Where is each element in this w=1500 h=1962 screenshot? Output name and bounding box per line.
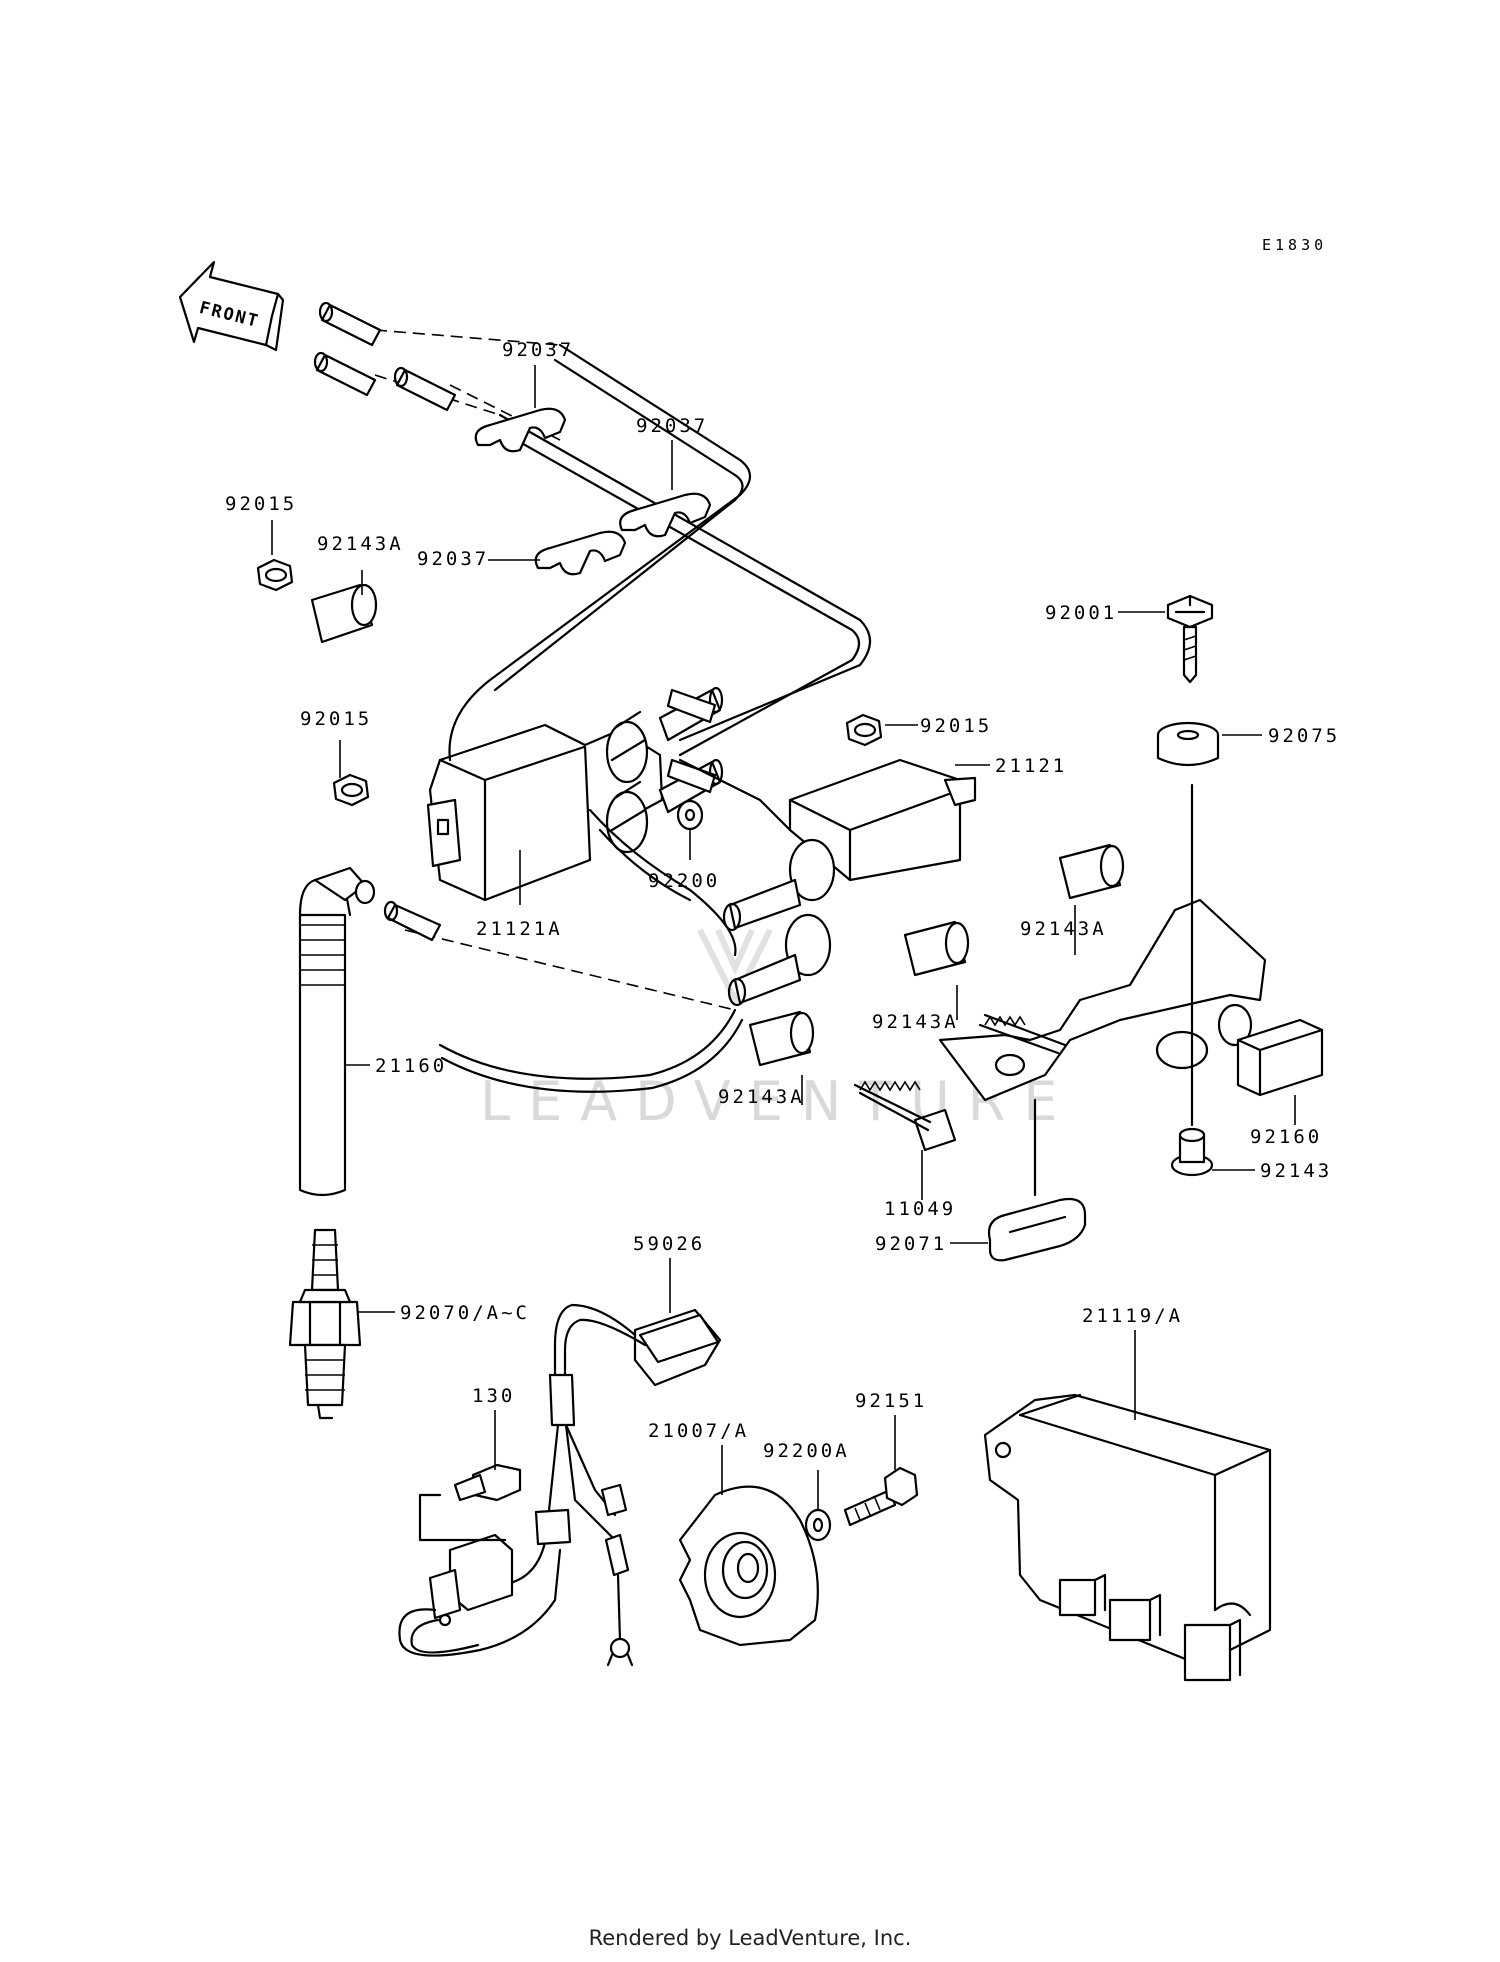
watermark: LEADVENTURE	[480, 928, 1075, 1133]
grommet-92075	[1156, 721, 1220, 767]
callout-59026: 59026	[633, 1233, 705, 1255]
callout-92143a-d: 92143A	[718, 1086, 805, 1108]
callout-92143a-c: 92143A	[872, 1011, 959, 1033]
ignition-coil-21121	[722, 758, 977, 1007]
plug-cap-tubes	[313, 301, 717, 942]
callout-92200a: 92200A	[763, 1440, 850, 1462]
callout-92015-c: 92015	[920, 715, 992, 737]
timing-rotor-21007	[678, 1485, 819, 1647]
footer-credit: Rendered by LeadVenture, Inc.	[588, 1926, 912, 1950]
callout-92015-a: 92015	[225, 493, 297, 515]
bolts-11049	[859, 1015, 1026, 1092]
callout-labels: 92037 92037 92037 92015 92015 92015 9214…	[225, 339, 1340, 1462]
damper-92160	[1236, 1018, 1324, 1097]
callout-11049: 11049	[884, 1198, 956, 1220]
bolt-92001	[1166, 594, 1214, 684]
leader-lines	[271, 365, 1296, 1510]
pickup-coil-harness	[398, 1303, 722, 1667]
bolt-92151	[843, 1466, 919, 1527]
callout-92070: 92070/A~C	[400, 1302, 530, 1324]
callout-92001: 92001	[1045, 602, 1117, 624]
connector-59026	[638, 1313, 720, 1364]
spark-plug-92070	[288, 1228, 362, 1420]
front-arrow-icon: FRONT	[178, 260, 285, 352]
callout-130: 130	[472, 1385, 515, 1407]
coil-bracket	[853, 898, 1267, 1152]
callout-21160: 21160	[375, 1055, 447, 1077]
callout-92071: 92071	[875, 1233, 947, 1255]
callout-92160: 92160	[1250, 1126, 1322, 1148]
callout-92143: 92143	[1260, 1160, 1332, 1182]
callout-92151: 92151	[855, 1390, 927, 1412]
callout-92143a-a: 92143A	[317, 533, 404, 555]
cdi-unit-21119	[983, 1393, 1272, 1682]
spark-plug-lead-21160	[298, 866, 376, 1197]
nuts-92015	[256, 558, 883, 807]
diagram-reference-number: E1830	[1262, 236, 1327, 254]
callout-92143a-b: 92143A	[1020, 918, 1107, 940]
callout-92200: 92200	[648, 870, 720, 892]
lead-clamps-92037	[474, 407, 712, 576]
grommet-92071	[987, 1197, 1087, 1262]
collars-92143a	[310, 583, 1125, 1067]
callout-21119a: 21119/A	[1082, 1305, 1183, 1327]
callout-92037-c: 92037	[417, 548, 489, 570]
callout-21007a: 21007/A	[648, 1420, 749, 1442]
ignition-coil-21121a	[426, 686, 724, 902]
washer-92200	[676, 799, 704, 831]
callout-21121: 21121	[995, 755, 1067, 777]
collar-92143	[1170, 1127, 1214, 1177]
callout-92075: 92075	[1268, 725, 1340, 747]
callout-92037-a: 92037	[502, 339, 574, 361]
callout-92037-b: 92037	[636, 415, 708, 437]
watermark-text: LEADVENTURE	[480, 1070, 1075, 1133]
washer-92200a	[804, 1508, 832, 1542]
callout-21121a: 21121A	[476, 918, 563, 940]
callout-92015-b: 92015	[300, 708, 372, 730]
